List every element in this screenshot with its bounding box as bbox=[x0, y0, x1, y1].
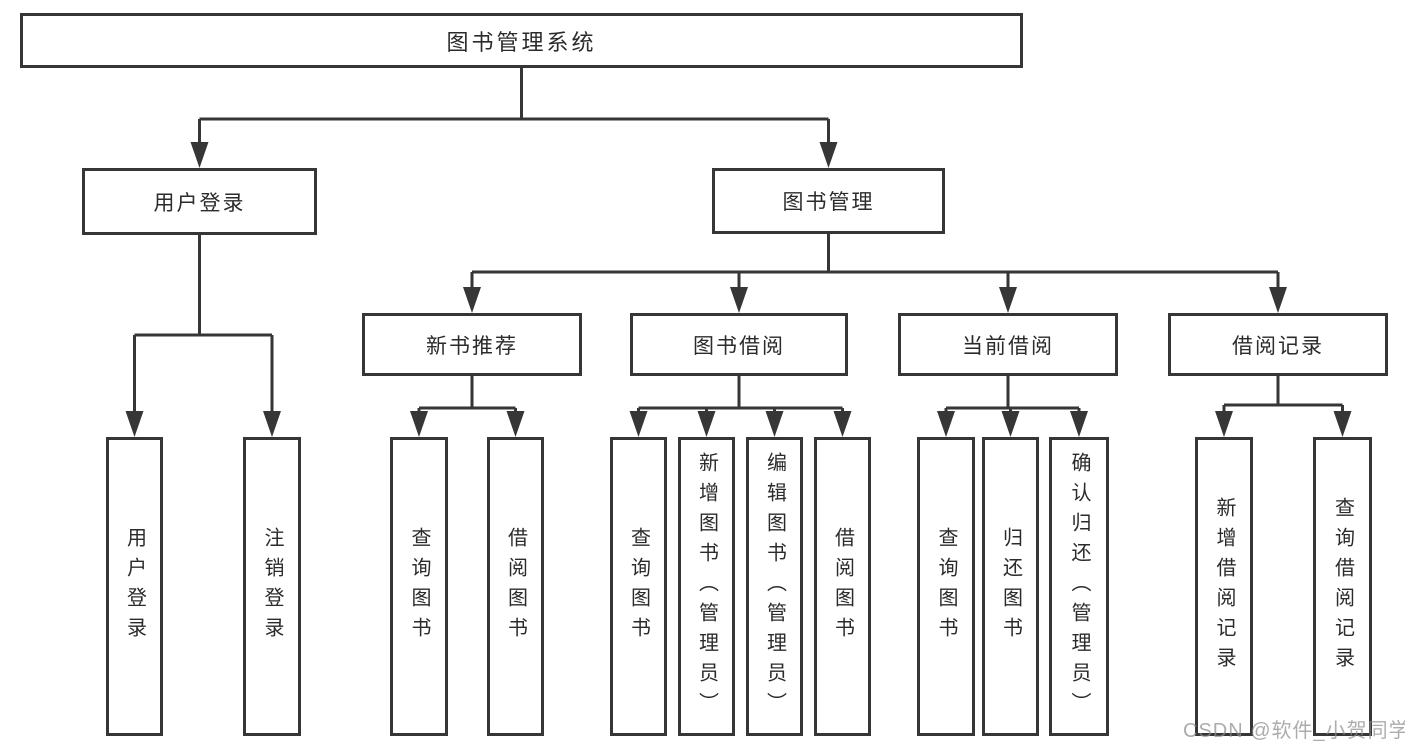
leaf-query-borrow-record-label: 查询借阅记录 bbox=[1331, 496, 1354, 677]
node-current-borrow-label: 当前借阅 bbox=[962, 334, 1054, 358]
leaf-confirm-return-admin: 确认归还（管理员） bbox=[1049, 437, 1109, 736]
leaf-add-borrow-record: 新增借阅记录 bbox=[1195, 437, 1253, 736]
node-book-borrow-label: 图书借阅 bbox=[693, 334, 785, 358]
leaf-borrow-books-recommend-label: 借阅图书 bbox=[504, 526, 527, 647]
leaf-logout: 注销登录 bbox=[243, 437, 301, 736]
node-new-book-recommend: 新书推荐 bbox=[362, 313, 582, 376]
leaf-add-borrow-record-label: 新增借阅记录 bbox=[1213, 496, 1235, 677]
node-borrow-records-label: 借阅记录 bbox=[1232, 334, 1324, 358]
csdn-watermark: CSDN @软件_小贺同学 bbox=[1183, 720, 1405, 742]
leaf-user-login-label: 用户登录 bbox=[123, 526, 146, 647]
leaf-return-book: 归还图书 bbox=[982, 437, 1039, 736]
leaf-logout-label: 注销登录 bbox=[261, 526, 283, 647]
node-new-book-recommend-label: 新书推荐 bbox=[426, 334, 518, 358]
node-borrow-records: 借阅记录 bbox=[1168, 313, 1388, 376]
leaf-borrow-books-recommend: 借阅图书 bbox=[487, 437, 544, 736]
leaf-query-books-borrow: 查询图书 bbox=[610, 437, 667, 736]
leaf-query-books-current-label: 查询图书 bbox=[935, 526, 957, 647]
leaf-confirm-return-admin-label: 确认归还（管理员） bbox=[1068, 451, 1090, 722]
node-root: 图书管理系统 bbox=[20, 13, 1023, 68]
leaf-query-books-recommend-label: 查询图书 bbox=[408, 526, 430, 647]
leaf-user-login: 用户登录 bbox=[106, 437, 163, 736]
leaf-return-book-label: 归还图书 bbox=[999, 526, 1022, 647]
leaf-edit-book-admin-label: 编辑图书（管理员） bbox=[763, 451, 786, 722]
node-root-label: 图书管理系统 bbox=[446, 29, 597, 55]
leaf-add-book-admin-label: 新增图书（管理员） bbox=[695, 451, 718, 722]
node-book-management: 图书管理 bbox=[712, 168, 945, 234]
node-book-borrow: 图书借阅 bbox=[630, 313, 848, 376]
node-user-login-label: 用户登录 bbox=[153, 191, 246, 215]
leaf-edit-book-admin: 编辑图书（管理员） bbox=[746, 437, 803, 736]
leaf-query-books-current: 查询图书 bbox=[917, 437, 975, 736]
leaf-query-books-recommend: 查询图书 bbox=[390, 437, 448, 736]
node-user-login: 用户登录 bbox=[82, 168, 317, 235]
leaf-borrow-books: 借阅图书 bbox=[814, 437, 871, 736]
leaf-borrow-books-label: 借阅图书 bbox=[831, 526, 854, 647]
arrowhead-icons bbox=[125, 142, 1352, 437]
node-book-management-label: 图书管理 bbox=[782, 191, 875, 214]
node-current-borrow: 当前借阅 bbox=[898, 313, 1118, 376]
leaf-query-borrow-record: 查询借阅记录 bbox=[1313, 437, 1372, 736]
leaf-query-books-borrow-label: 查询图书 bbox=[627, 526, 650, 647]
leaf-add-book-admin: 新增图书（管理员） bbox=[678, 437, 735, 736]
